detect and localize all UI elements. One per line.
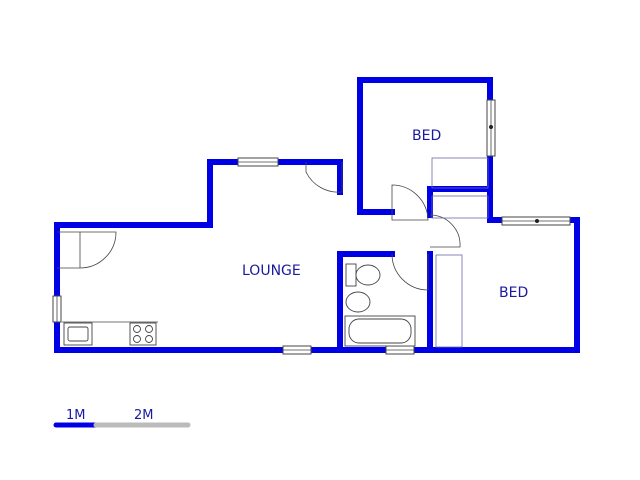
kitchen-fixtures [62, 321, 158, 346]
door-bathroom [391, 253, 429, 291]
door-entrance [305, 162, 343, 193]
east-wall [357, 77, 580, 353]
bathtub-inner-icon [348, 318, 412, 344]
burner-icon [145, 325, 153, 333]
room-label-lounge: LOUNGE [242, 263, 301, 279]
room-labels: BED BED LOUNGE [242, 128, 528, 301]
basin-icon [345, 291, 371, 313]
outer-wall [54, 159, 343, 228]
cupboards [431, 157, 489, 348]
scale-label-1m: 1M [66, 408, 86, 423]
burner-icon [133, 335, 141, 343]
toilet-icon [355, 264, 381, 286]
burner-icon [145, 335, 153, 343]
bathroom-wall [337, 251, 395, 353]
cupboard-bed-right [435, 254, 463, 348]
cupboard-bed-top [431, 157, 489, 189]
walls [54, 77, 580, 353]
door-bed-top [391, 184, 429, 221]
bathroom-fixtures [344, 263, 416, 347]
toilet-cistern-icon [345, 263, 357, 287]
door-lounge-west [57, 231, 117, 269]
scale-bar: 1M 2M [53, 408, 191, 428]
scale-label-2m: 2M [134, 408, 154, 423]
window-latch-icon [489, 125, 493, 129]
bed-partition [427, 186, 493, 218]
room-label-bed-right: BED [499, 285, 528, 301]
doors [57, 162, 461, 291]
room-label-bed-top: BED [412, 128, 441, 144]
door-bed-right [429, 214, 461, 248]
window-latch-icon [535, 219, 539, 223]
passage-cupboard [431, 195, 489, 219]
stove-icon [129, 322, 157, 346]
burner-icon [133, 325, 141, 333]
sink-bowl-icon [67, 326, 89, 342]
